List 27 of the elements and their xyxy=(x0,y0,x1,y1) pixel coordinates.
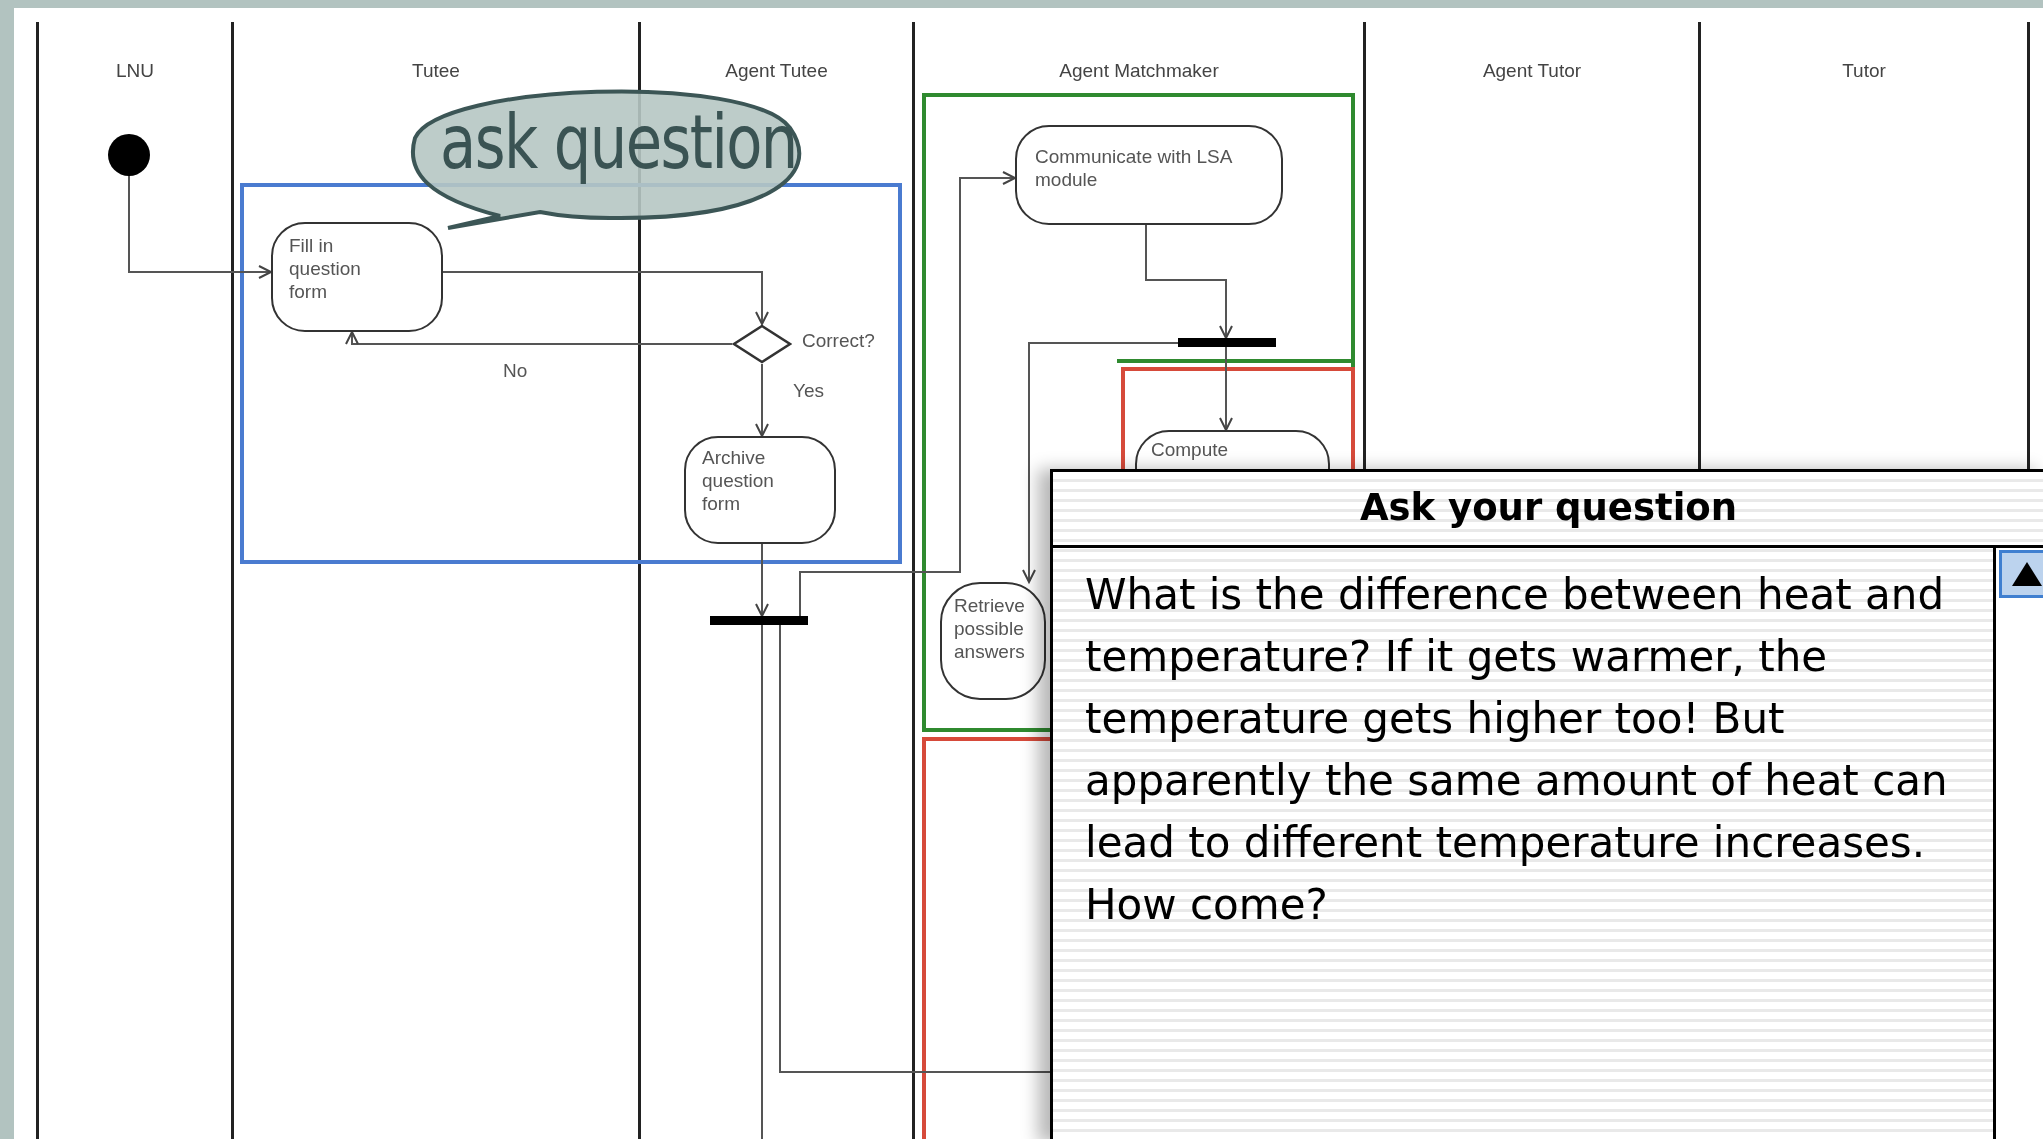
dialog-title: Ask your question xyxy=(1358,486,1739,530)
lane-header: Tutee xyxy=(411,60,461,82)
activity-box: Fill in question form xyxy=(271,222,443,332)
bubble-text: ask question xyxy=(440,100,797,184)
arrow xyxy=(345,331,733,345)
arrow xyxy=(755,543,769,617)
lane-header: Agent Tutee xyxy=(724,60,829,82)
activity-box: Retrieve possible answers xyxy=(940,582,1046,700)
lane-header: LNU xyxy=(115,60,155,82)
question-text: What is the difference between heat and temperature? If it gets warmer, the temperature gets higher too! But apparently the same amount of heat can lead to different temperature increases. How come? xyxy=(1085,569,1949,931)
lane-header: Tutor xyxy=(1841,60,1887,82)
lane-header: Agent Tutor xyxy=(1481,60,1583,82)
activity-box: Archive question form xyxy=(684,436,836,544)
sync-bar xyxy=(1178,338,1276,347)
decision-diamond xyxy=(732,324,792,364)
question-dialog xyxy=(1050,469,2043,1139)
arrow xyxy=(755,363,769,437)
lane-header: Agent Matchmaker xyxy=(1058,60,1220,82)
arrow xyxy=(1022,342,1179,583)
condition-label: Correct? xyxy=(802,330,875,352)
activity-box: Communicate with LSA module xyxy=(1015,125,1283,225)
arrow xyxy=(1145,224,1233,339)
arrow xyxy=(1219,346,1233,431)
arrow xyxy=(442,271,769,325)
arrow xyxy=(128,175,272,279)
sync-bar xyxy=(710,616,808,625)
arrow xyxy=(799,171,1016,617)
